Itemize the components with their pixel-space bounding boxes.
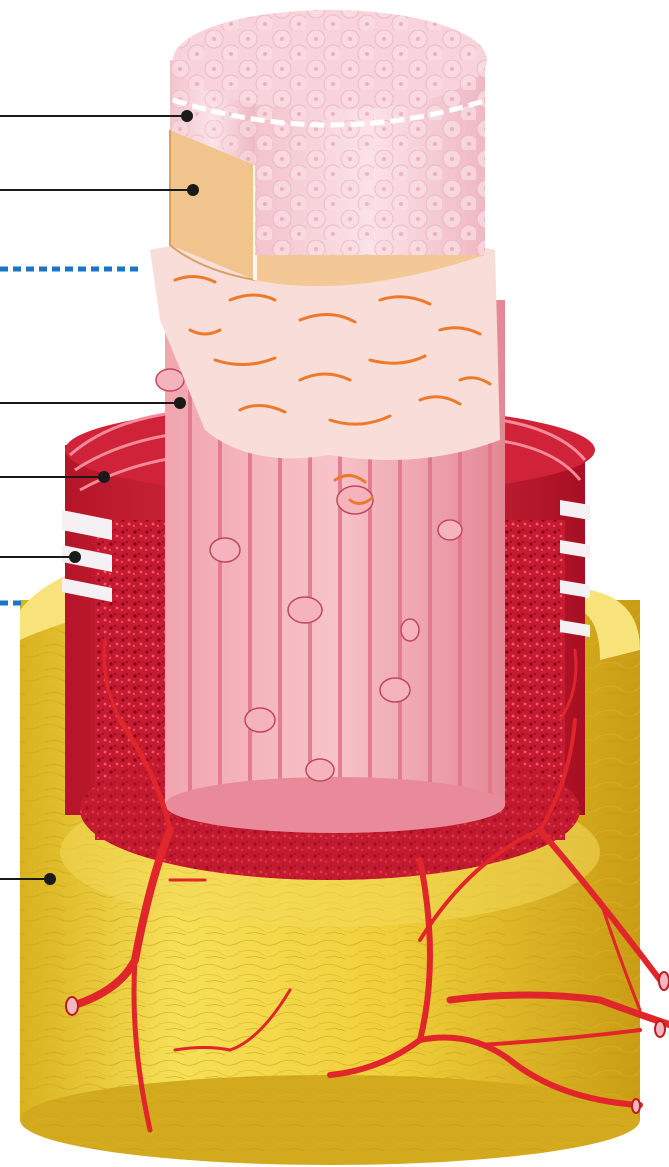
leader-line-endothelium [0,110,193,122]
leader-line-smooth-muscle-longitudinal [0,397,186,409]
